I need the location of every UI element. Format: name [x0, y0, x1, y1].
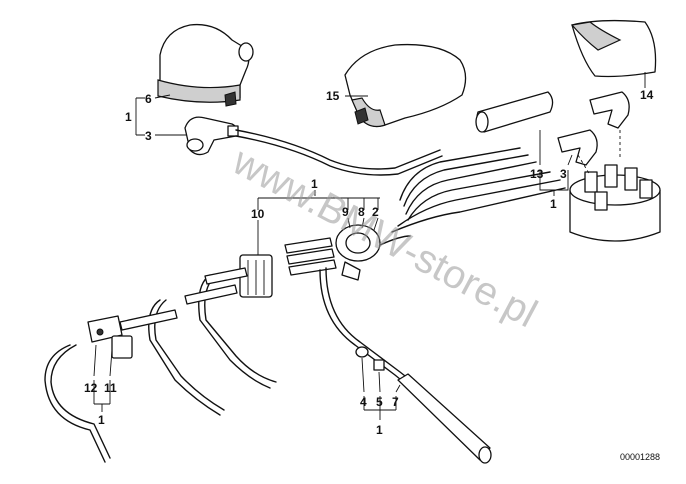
clip-part-11-12 — [87, 315, 133, 359]
callout-10: 10 — [251, 207, 265, 221]
callout-leaders — [93, 72, 646, 420]
callout-7: 7 — [392, 395, 399, 409]
callout-1-left: 1 — [125, 110, 132, 124]
callout-1-bottom-left: 1 — [98, 413, 105, 427]
callout-3-right: 3 — [560, 167, 567, 181]
callout-11: 11 — [104, 381, 117, 395]
boot-part-14 — [570, 19, 657, 78]
callout-3-left: 3 — [145, 129, 152, 143]
callout-1-center: 1 — [311, 177, 318, 191]
callout-14: 14 — [640, 88, 654, 102]
callout-6: 6 — [145, 92, 152, 106]
callout-4: 4 — [360, 395, 367, 409]
callout-8: 8 — [358, 205, 365, 219]
cover-part-15 — [344, 43, 467, 128]
plug-connector-part-3-left — [184, 116, 239, 156]
cable-harness — [379, 147, 566, 246]
distributor-cover-part-6 — [157, 23, 254, 107]
callout-5: 5 — [376, 395, 383, 409]
callout-1-bottom-mid: 1 — [376, 423, 383, 437]
distributor-cap — [569, 130, 661, 242]
tube-set-center — [284, 237, 337, 276]
grommet-part-8 — [335, 224, 381, 281]
callout-13: 13 — [530, 167, 544, 181]
ignition-lead-main — [235, 129, 441, 170]
reference-number: 00001288 — [620, 452, 660, 462]
callout-1-right: 1 — [550, 197, 557, 211]
ignition-leads-left — [44, 267, 277, 463]
callout-9: 9 — [342, 205, 349, 219]
callout-15: 15 — [326, 89, 340, 103]
callout-12: 12 — [84, 381, 98, 395]
plug-connector-part-3-right — [557, 91, 630, 166]
callout-2: 2 — [372, 205, 379, 219]
plug-lead-bottom — [319, 267, 492, 464]
hose-sleeve — [475, 91, 554, 133]
